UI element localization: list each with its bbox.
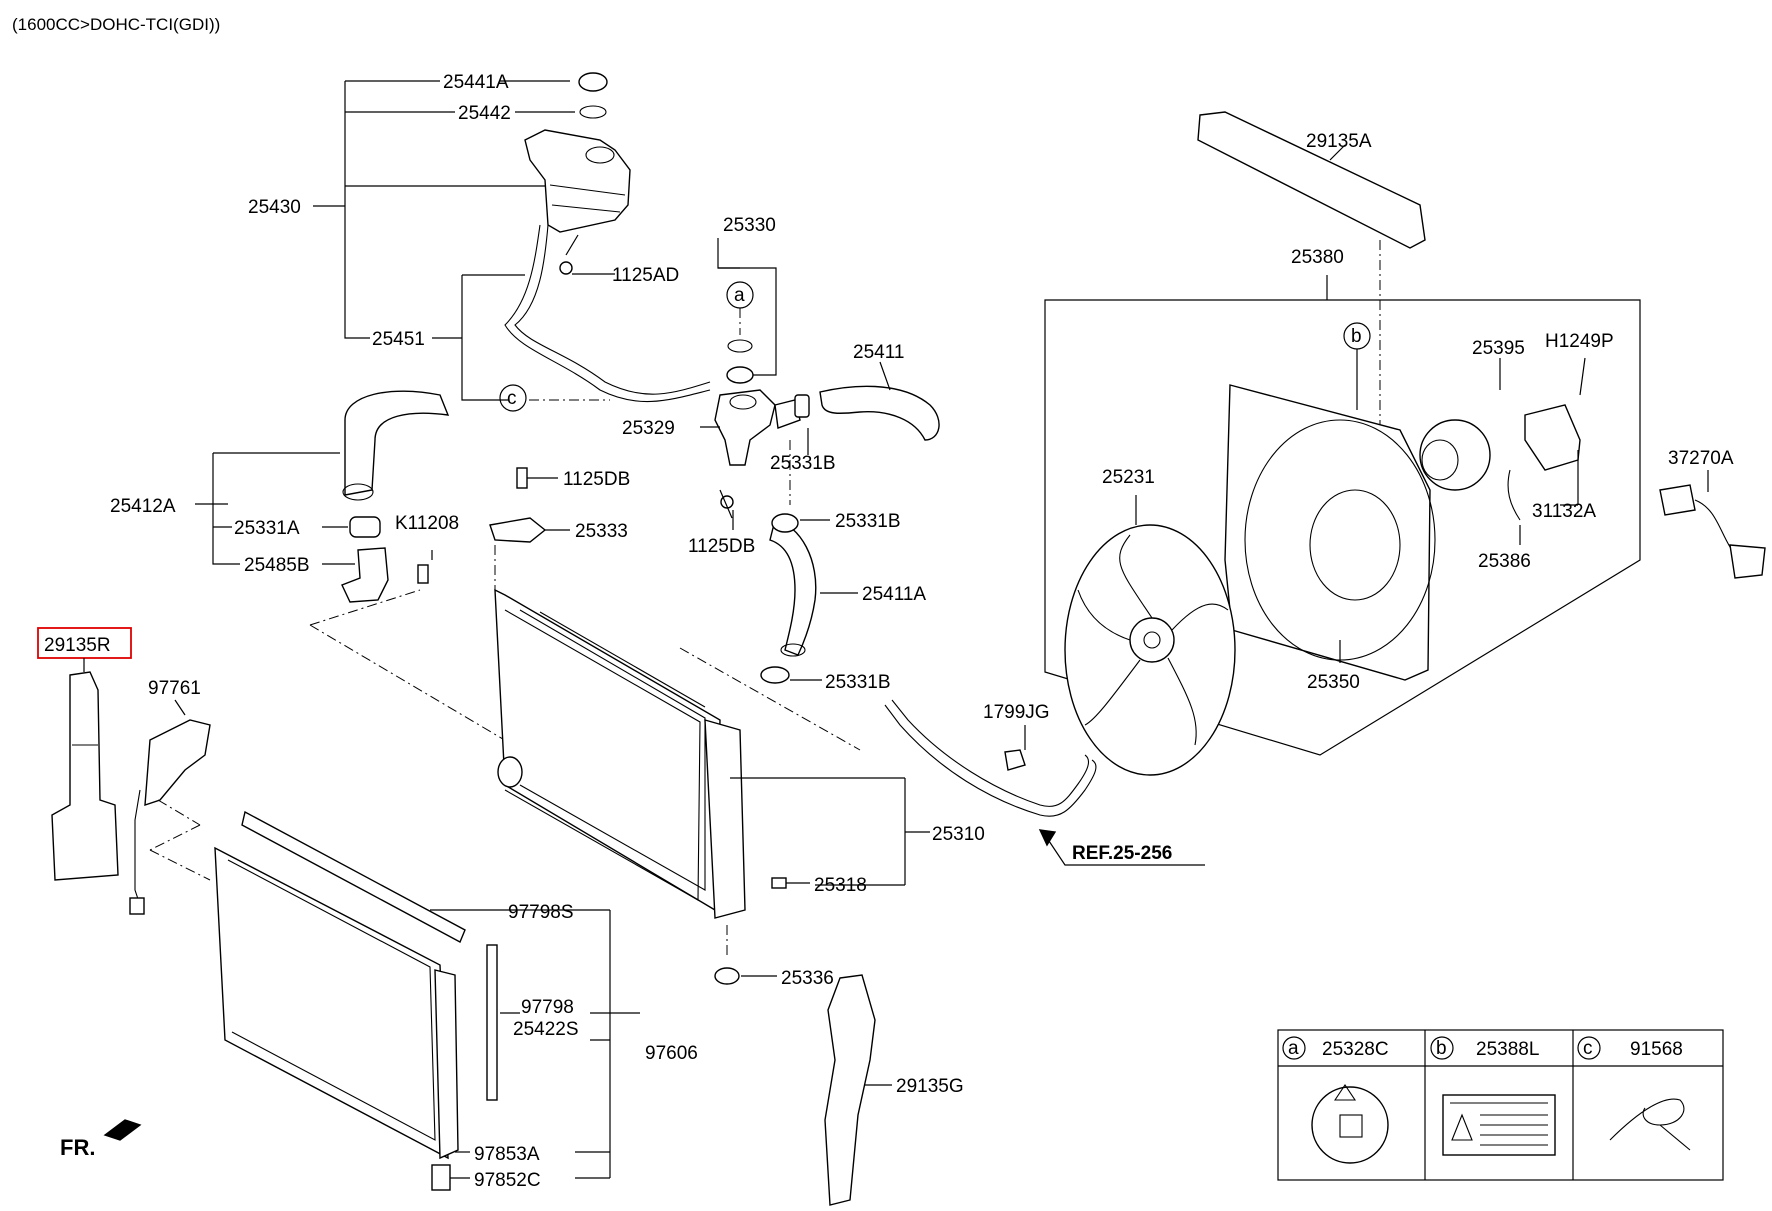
part-29135R-group [37,627,132,881]
fan-motor [1419,419,1491,491]
label-25331B-1: 25331B [770,453,836,474]
label-97852C: 97852C [474,1170,541,1191]
reservoir-group [313,72,711,403]
label-ref: REF.25-256 [1072,843,1172,864]
label-1799JG: 1799JG [983,702,1050,723]
label-25350: 25350 [1307,672,1360,693]
label-25441A: 25441A [443,72,509,93]
label-37270A: 37270A [1668,448,1734,469]
label-97606: 97606 [645,1043,698,1064]
clip-icon [1609,1098,1685,1141]
label-H1249P: H1249P [1545,331,1614,352]
label-25442: 25442 [458,103,511,124]
upper-hose [819,385,940,441]
label-25310: 25310 [932,824,985,845]
shroud-25350 [1224,384,1431,681]
condenser [214,810,640,1191]
hose-25412A [344,390,450,496]
label-25485B: 25485B [244,555,310,576]
label-97761: 97761 [148,678,201,699]
part-labels: 25441A 25442 25430 1125AD 25451 25330 25… [44,72,1734,1191]
pipe-1799JG [884,699,1205,866]
front-direction: FR. [60,1119,142,1160]
label-25380: 25380 [1291,247,1344,268]
legend-c-part: 91568 [1630,1039,1683,1060]
label-25330: 25330 [723,215,776,236]
cap-shape [578,72,608,92]
bracket-25333 [489,467,734,595]
legend-b-letter: b [1436,1038,1447,1059]
label-25329: 25329 [622,418,675,439]
air-guard-29135A [1197,111,1426,249]
fan-shroud-group: b [1044,111,1766,776]
label-25333: 25333 [575,521,628,542]
resistor-31132A [1524,404,1581,471]
engine-title: (1600CC>DOHC-TCI(GDI)) [12,15,220,34]
label-25412A: 25412A [110,496,176,517]
fr-label: FR. [60,1135,95,1160]
callout-c [499,384,527,412]
label-25411A: 25411A [862,584,926,605]
label-1125AD: 1125AD [612,265,679,286]
label-25430: 25430 [248,197,301,218]
legend-c-letter: c [1583,1038,1593,1059]
label-29135R: 29135R [44,635,111,656]
group-25330: a [700,238,801,466]
label-29135A: 29135A [1306,131,1372,152]
label-1125DB-2: 1125DB [688,536,755,557]
label-29135G: 29135G [896,1076,964,1097]
legend-table: a 25328C b 25388L c 91568 [1277,1029,1724,1181]
label-25336: 25336 [781,968,834,989]
label-97798S: 97798S [508,902,574,923]
callout-b-label: b [1351,326,1362,347]
callout-c-label: c [507,388,517,409]
label-31132A: 31132A [1532,501,1596,522]
air-guard-29135R [51,671,119,881]
air-guard-29135G [824,974,892,1206]
radiator [494,588,930,985]
bracket-97761 [129,699,211,915]
label-25422S: 25422S [513,1019,579,1040]
label-25318: 25318 [814,875,867,896]
lower-hose-25411A [679,513,861,751]
lower-left-hose-group [195,390,531,756]
label-97798: 97798 [521,997,574,1018]
label-25231: 25231 [1102,467,1155,488]
label-1125DB-1: 1125DB [563,469,630,490]
label-25331B-3: 25331B [825,672,891,693]
label-25411: 25411 [853,342,904,363]
label-97853A: 97853A [474,1144,540,1165]
label-25331A: 25331A [234,518,300,539]
callout-a-label: a [734,285,745,306]
label-25331B-2: 25331B [835,511,901,532]
label-25395: 25395 [1472,338,1525,359]
upper-hose-group [789,361,940,505]
legend-a-part: 25328C [1322,1039,1389,1060]
thermostat-housing [714,389,776,466]
label-25451: 25451 [372,329,425,350]
cap-label-icon [1311,1086,1389,1164]
reservoir-tank [524,129,631,233]
label-25386: 25386 [1478,551,1531,572]
label-K11208: K11208 [395,513,459,534]
legend-a-letter: a [1288,1038,1299,1059]
legend-b-part: 25388L [1476,1039,1539,1060]
